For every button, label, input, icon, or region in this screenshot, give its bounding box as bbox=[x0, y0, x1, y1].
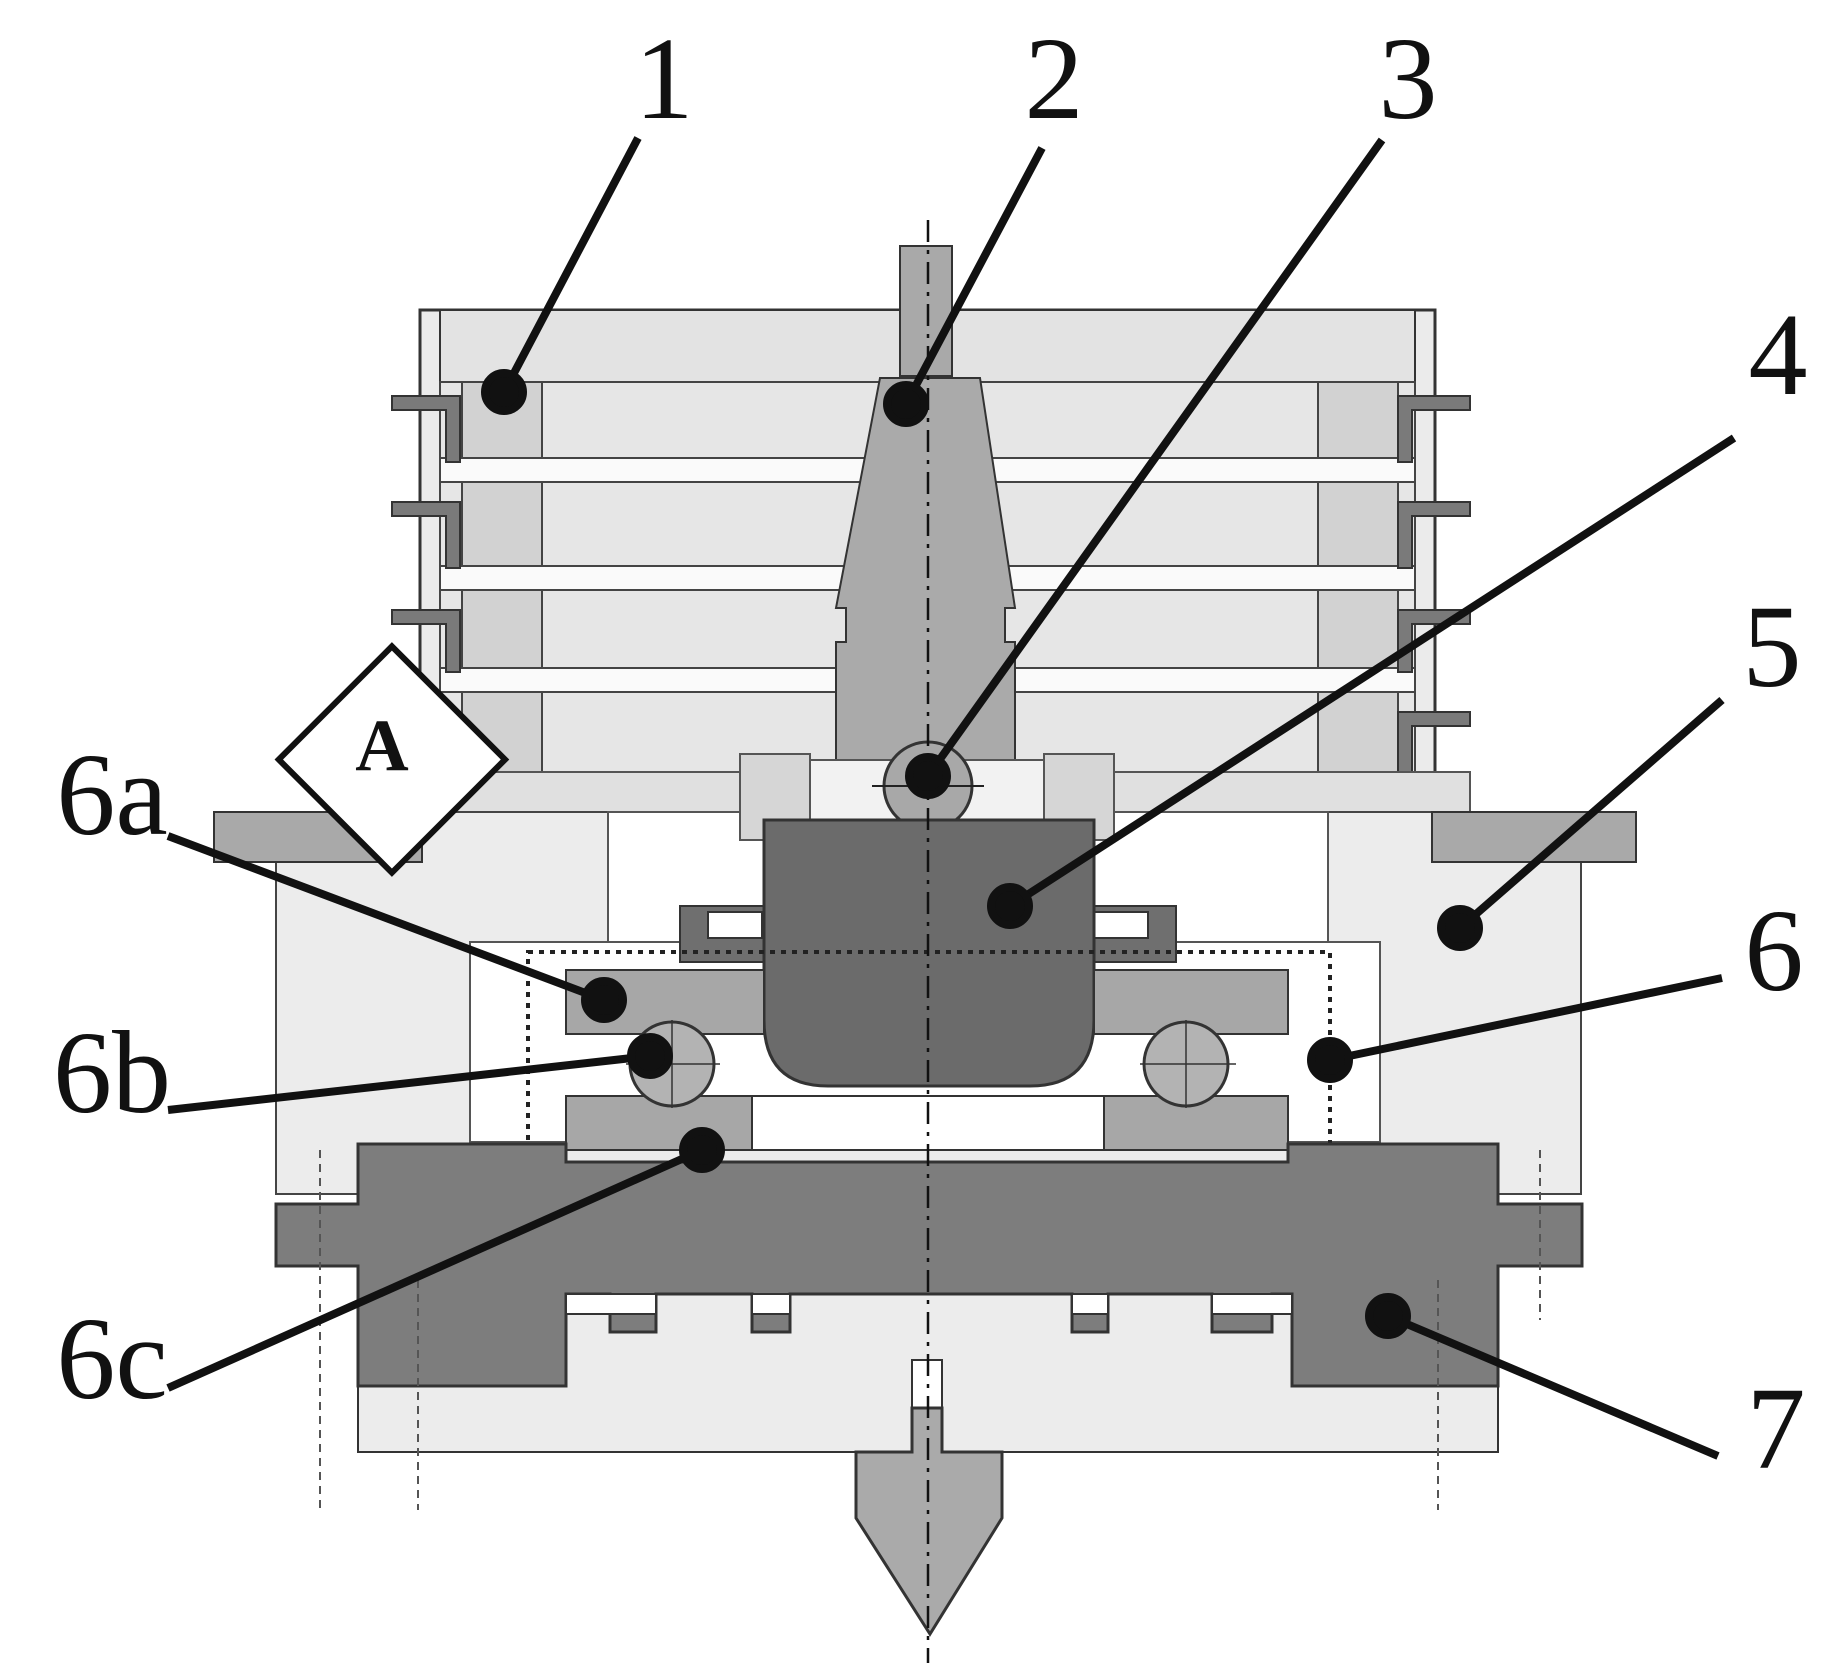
holder-slot-left bbox=[707, 911, 763, 939]
marker-diamond bbox=[274, 642, 510, 877]
leader-5-dot bbox=[1437, 905, 1483, 951]
marker-a: A bbox=[274, 642, 510, 877]
callout-6: 6 bbox=[1745, 885, 1804, 1016]
leader-6a bbox=[166, 832, 606, 1004]
holder-slot-right bbox=[1093, 911, 1149, 939]
leader-6 bbox=[1329, 974, 1723, 1064]
right-block-2 bbox=[1317, 481, 1399, 567]
base-main-body bbox=[274, 1142, 1584, 1388]
leader-4 bbox=[1007, 434, 1737, 910]
leader-7 bbox=[1386, 1312, 1720, 1460]
leader-1-dot bbox=[481, 369, 527, 415]
housing-right-flange bbox=[1431, 811, 1637, 863]
callout-3: 3 bbox=[1379, 13, 1438, 144]
leader-4-dot bbox=[987, 883, 1033, 929]
right-block-4 bbox=[1317, 691, 1399, 773]
right-block-1 bbox=[1317, 381, 1399, 459]
callout-2: 2 bbox=[1025, 13, 1084, 144]
leader-2 bbox=[902, 146, 1046, 406]
leader-6c bbox=[166, 1146, 704, 1392]
base-notch-left-2 bbox=[751, 1293, 791, 1315]
base-notch-left-1 bbox=[565, 1293, 657, 1315]
leader-5 bbox=[1457, 696, 1725, 932]
callout-4: 4 bbox=[1749, 289, 1808, 420]
leader-6b-dot bbox=[627, 1033, 673, 1079]
callout-6b: 6b bbox=[53, 1007, 171, 1138]
leader-6a-dot bbox=[581, 977, 627, 1023]
stylus-tip bbox=[854, 1406, 1004, 1637]
callout-6c: 6c bbox=[56, 1293, 167, 1424]
callout-6a: 6a bbox=[56, 729, 167, 860]
callout-5: 5 bbox=[1743, 581, 1802, 712]
callout-7: 7 bbox=[1747, 1363, 1806, 1494]
callout-labels: 1 2 3 4 5 6 6a 6b 6c 7 bbox=[53, 13, 1808, 1494]
callout-1: 1 bbox=[635, 13, 694, 144]
leader-6-dot bbox=[1307, 1037, 1353, 1083]
leader-6b bbox=[167, 1052, 651, 1114]
leader-7-dot bbox=[1365, 1293, 1411, 1339]
base-notch-right-1 bbox=[1071, 1293, 1109, 1315]
leader-2-dot bbox=[883, 381, 929, 427]
base-notch-right-2 bbox=[1211, 1293, 1293, 1315]
left-block-2 bbox=[461, 481, 543, 567]
left-block-3 bbox=[461, 589, 543, 669]
leader-lines bbox=[166, 136, 1737, 1460]
leader-3 bbox=[924, 137, 1386, 779]
leader-1 bbox=[500, 136, 642, 394]
leader-6c-dot bbox=[679, 1127, 725, 1173]
right-block-3 bbox=[1317, 589, 1399, 669]
taper-stub bbox=[899, 245, 953, 377]
marker-label: A bbox=[355, 705, 408, 787]
leader-3-dot bbox=[905, 753, 951, 799]
